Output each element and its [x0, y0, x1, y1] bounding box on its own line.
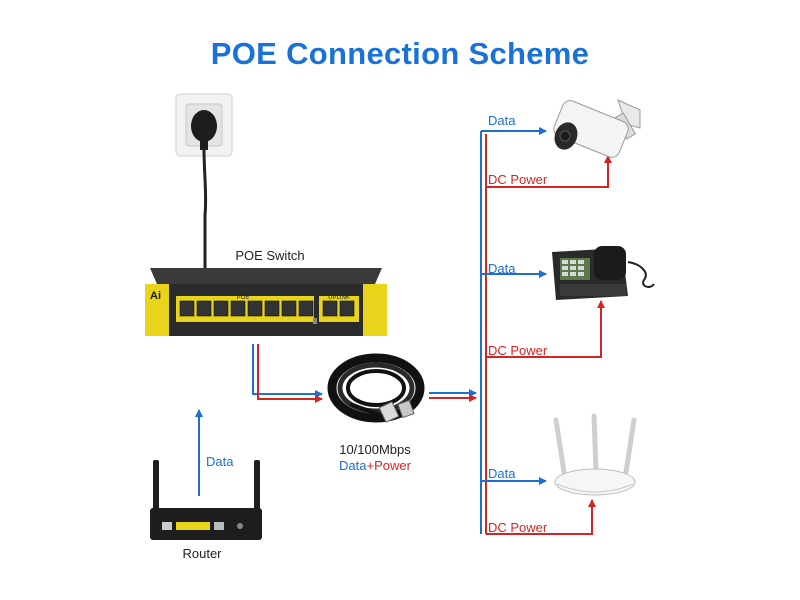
diagram-title: POE Connection Scheme	[210, 36, 590, 71]
switch-poe-group-label: POE	[237, 295, 250, 301]
cable-speed-label: 10/100Mbps	[339, 442, 411, 457]
camera-power-label: DC Power	[488, 172, 548, 187]
ap-power-label: DC Power	[488, 520, 548, 535]
router-icon	[150, 460, 262, 540]
switch-uplink-label: UPLINK	[328, 295, 350, 301]
poe-switch-icon	[145, 268, 387, 336]
router-label: Router	[182, 546, 222, 561]
router-data-label: Data	[206, 454, 234, 469]
power-cord	[202, 147, 208, 272]
camera-data-label: Data	[488, 113, 516, 128]
wall-socket-icon	[175, 93, 233, 157]
camera-power-line	[486, 155, 612, 188]
switch-to-cable-data-line	[252, 344, 323, 398]
ip-camera-icon	[553, 99, 641, 158]
phone-data-label: Data	[488, 261, 516, 276]
phone-power-line	[486, 300, 605, 358]
wireless-access-point-icon	[553, 413, 637, 496]
cable-data-word: Data	[339, 458, 367, 473]
cable-data-power-label: Data+Power	[320, 458, 430, 473]
cable-power-word: Power	[374, 458, 411, 473]
ethernet-cable-coil-icon	[327, 353, 425, 423]
switch-brand-logo: Ai	[150, 290, 161, 302]
poe-switch-label: POE Switch	[235, 248, 305, 263]
switch-to-cable-power-line	[257, 344, 323, 403]
ip-phone-icon	[552, 246, 655, 300]
ap-power-line	[486, 499, 596, 535]
phone-power-label: DC Power	[488, 343, 548, 358]
ap-data-label: Data	[488, 466, 516, 481]
cable-plus-sign: +	[366, 458, 375, 473]
